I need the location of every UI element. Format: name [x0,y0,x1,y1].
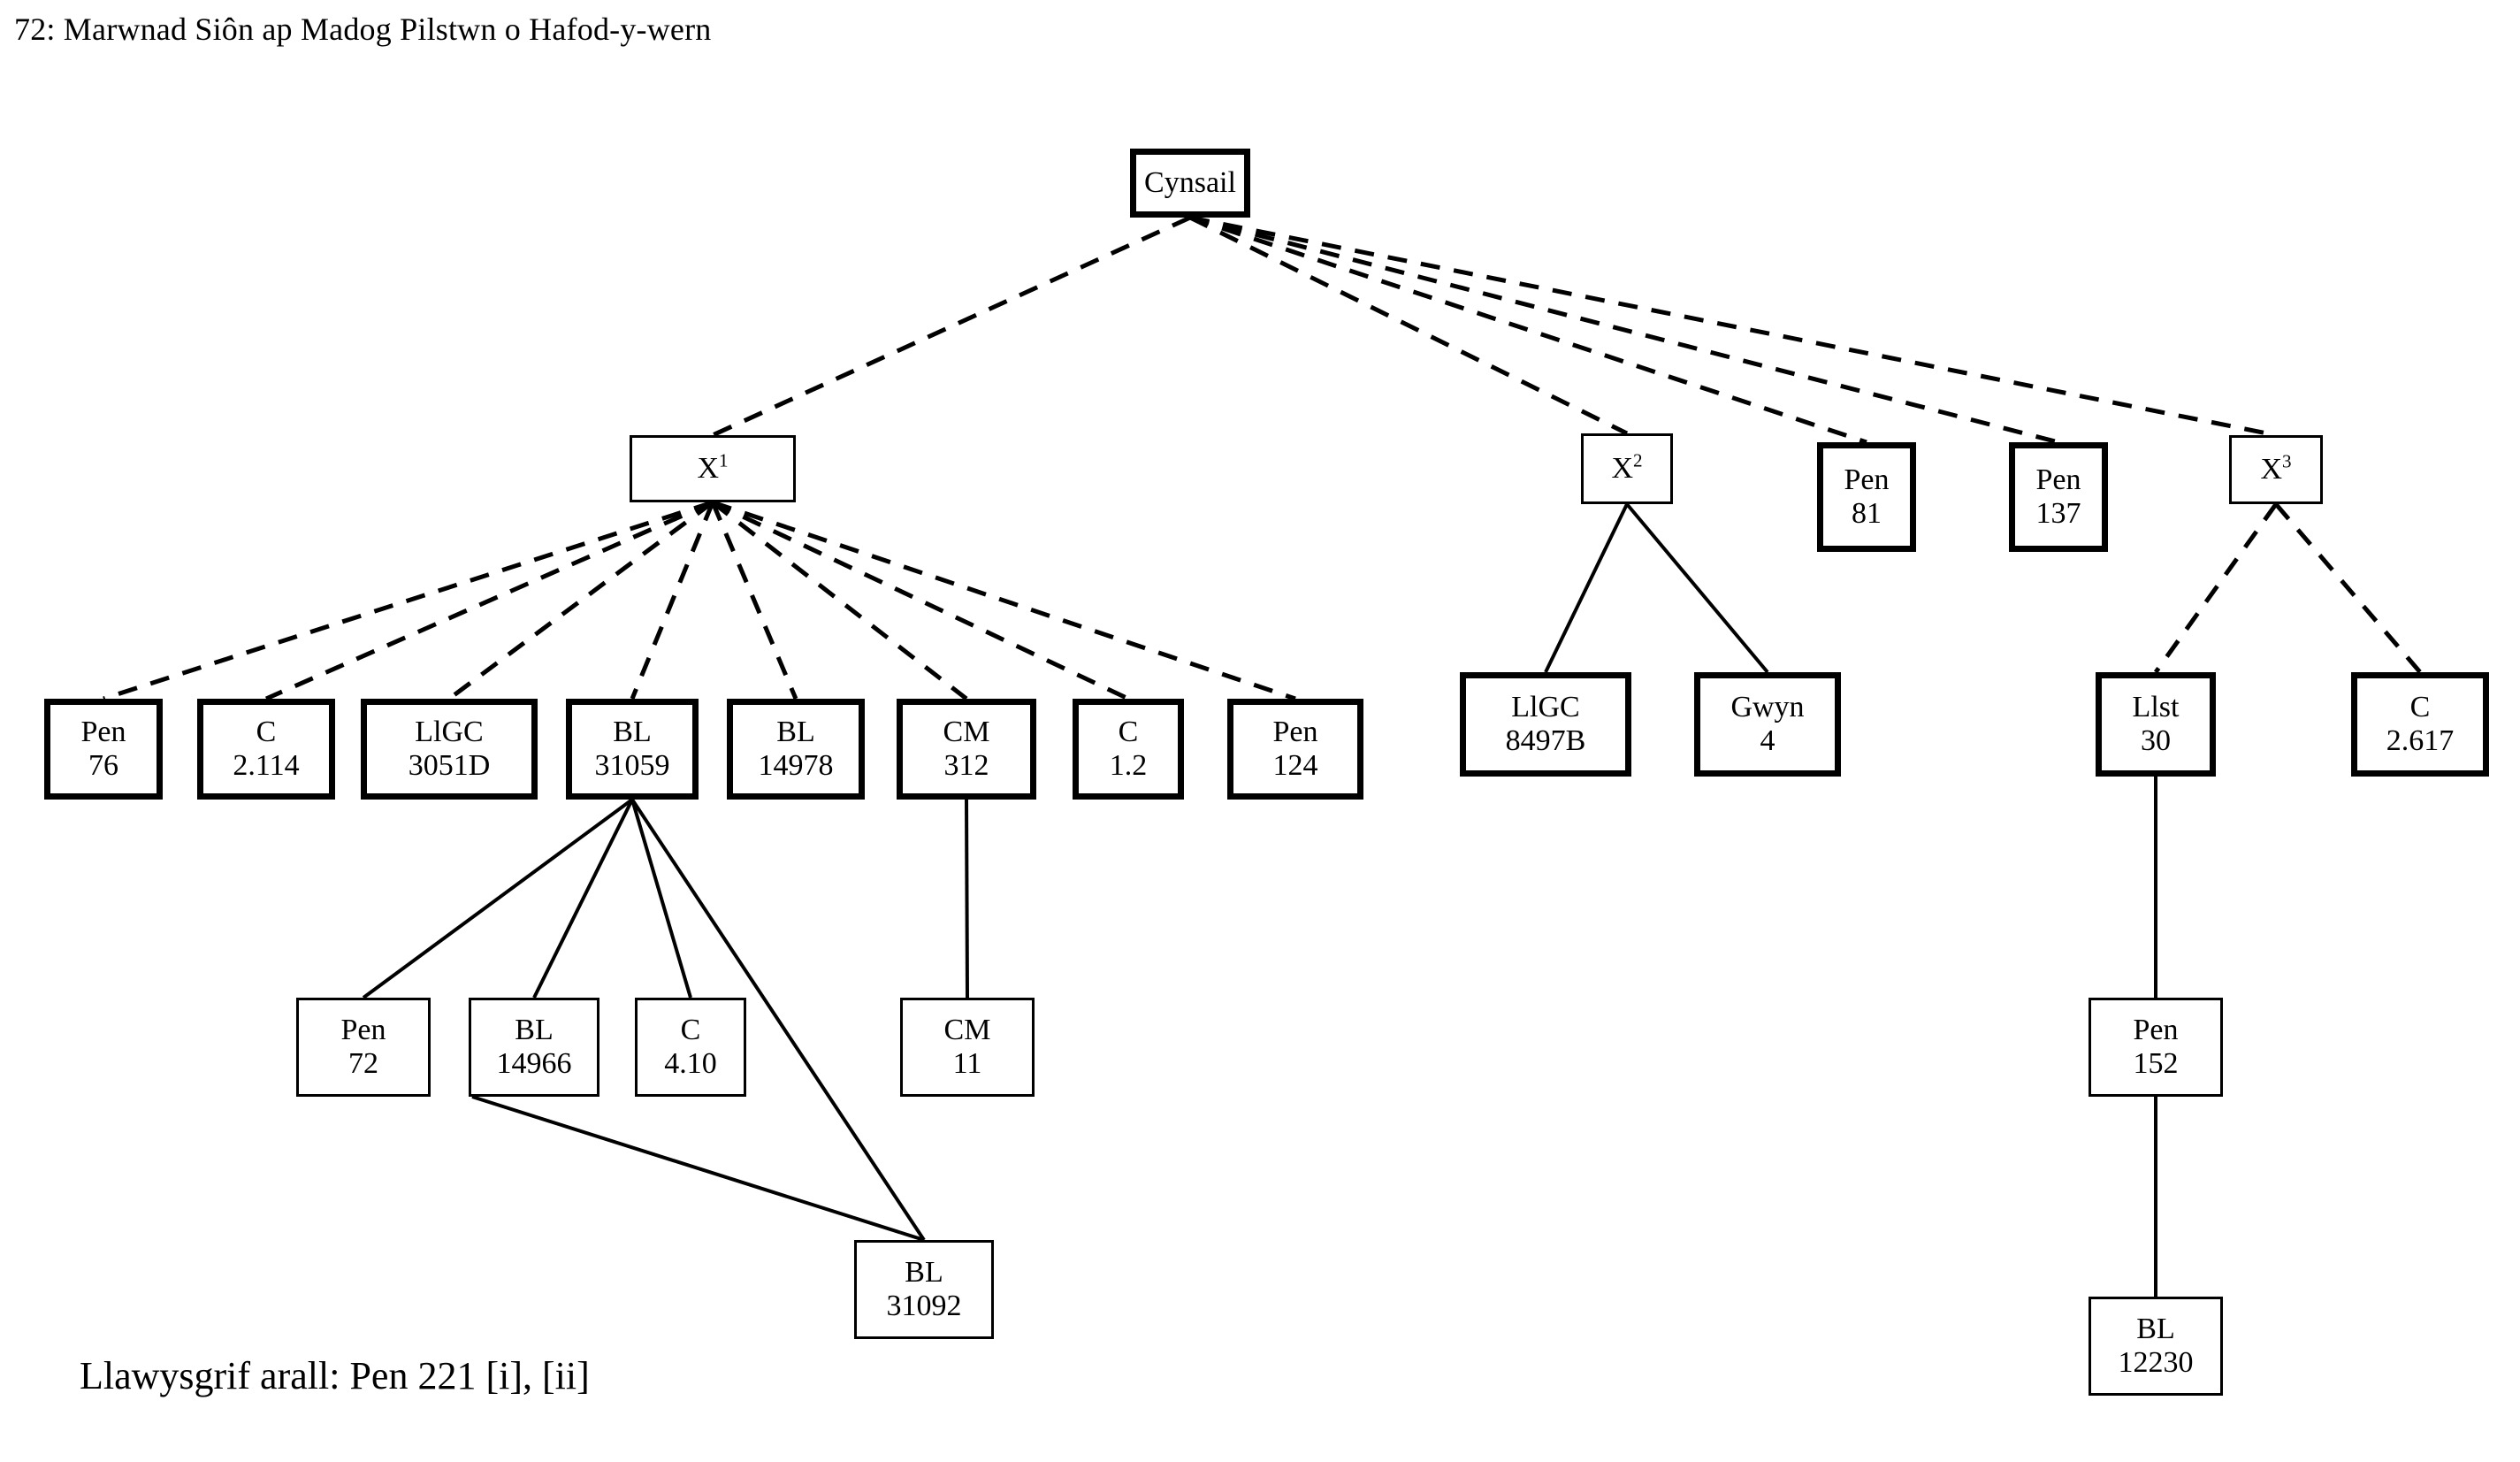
edge-x2-to-llgc8497b [1544,503,1629,673]
edge-x3-to-c2617 [2274,502,2422,674]
node-label-secondary: 3051D [408,749,491,782]
node-label-secondary: 2.617 [2386,724,2455,757]
node-label-superscript: 2 [1633,449,1643,471]
node-label-primary: Pen [1272,715,1318,748]
node-label-primary: LlGC [415,715,484,748]
edge-cynsail-to-x2 [1188,215,1629,436]
edge-x1-to-llgc3051d [447,500,714,701]
node-label-primary: Cynsail [1144,165,1236,199]
node-label-primary: BL [776,715,815,748]
edge-x1-to-bl31059 [630,501,715,700]
node-label-secondary: 1.2 [1109,749,1148,782]
node-label-primary: X3 [2260,450,2292,486]
edge-bl14966-to-bl31092 [471,1095,925,1242]
node-label-primary: BL [613,715,652,748]
edge-x1-to-bl14978 [710,501,798,700]
node-label-primary: C [680,1013,701,1046]
edge-bl31059-to-pen72 [362,798,634,999]
edge-cynsail-to-pen137 [1189,215,2059,445]
node-label-primary: Gwyn [1730,690,1805,723]
edge-cynsail-to-pen81 [1189,215,1867,445]
node-label-secondary: 12230 [2118,1346,2194,1379]
node-label-secondary: 14978 [758,749,834,782]
node-label-primary: BL [515,1013,554,1046]
edge-cm312-to-cm11 [965,799,969,999]
node-label-secondary: 14966 [496,1047,572,1080]
node-label-secondary: 81 [1852,497,1882,530]
node-label-primary: X1 [697,449,729,485]
node-label-secondary: 72 [348,1047,378,1080]
node-label-primary: Pen [80,715,126,748]
node-label-secondary: 312 [943,749,989,782]
node-label-primary: CM [943,1013,991,1046]
node-label-primary: Pen [2035,463,2081,496]
edge-x2-to-gwyn4 [1625,502,1769,674]
node-x3: X3 [2229,435,2323,504]
node-x1: X1 [630,435,796,502]
node-label-primary: Llst [2132,690,2180,723]
node-label-secondary: 8497B [1505,724,1586,757]
node-label-secondary: 124 [1272,749,1318,782]
edge-x3-to-llst30 [2153,502,2279,674]
node-label-secondary: 11 [952,1047,982,1080]
node-label-primary: Pen [340,1013,386,1046]
node-label-primary: CM [943,715,990,748]
node-label-secondary: 31092 [886,1290,962,1322]
edge-x1-to-c2114 [264,500,714,701]
node-label-primary: BL [2136,1312,2175,1345]
edge-x1-to-pen76 [103,500,714,701]
edge-bl31059-to-bl14966 [532,799,634,999]
node-label-primary: Pen [2133,1013,2179,1046]
node-cynsail: Cynsail [1130,149,1250,218]
node-label-secondary: 30 [2141,724,2171,757]
edge-cynsail-to-x3 [1189,215,2277,438]
node-label-primary: LlGC [1511,690,1580,723]
edge-cynsail-to-x1 [711,215,1192,438]
node-label-primary: X2 [1611,449,1643,485]
node-label-primary: C [2409,690,2431,723]
node-label-secondary: 2.114 [233,749,300,782]
node-label-primary: BL [905,1255,943,1289]
edge-bl31059-to-c410 [630,799,692,999]
node-label-superscript: 1 [719,449,729,471]
node-label-secondary: 4 [1760,724,1775,757]
node-label-superscript: 3 [2282,450,2292,472]
node-label-primary: C [1118,715,1139,748]
node-label-secondary: 4.10 [664,1047,717,1080]
node-label-secondary: 152 [2133,1047,2179,1080]
edge-x1-to-pen124 [712,500,1296,701]
node-label-secondary: 31059 [594,749,670,782]
page-title: 72: Marwnad Siôn ap Madog Pilstwn o Hafo… [14,11,712,47]
node-label-secondary: 137 [2035,497,2081,530]
node-x2: X2 [1581,433,1673,504]
edge-x1-to-c12 [711,500,1130,701]
node-label-primary: C [256,715,277,748]
footer-note: Llawysgrif arall: Pen 221 [i], [ii] [80,1354,590,1397]
edge-x1-to-cm312 [711,501,968,700]
node-label-primary: Pen [1844,463,1890,496]
node-label-secondary: 76 [88,749,118,782]
